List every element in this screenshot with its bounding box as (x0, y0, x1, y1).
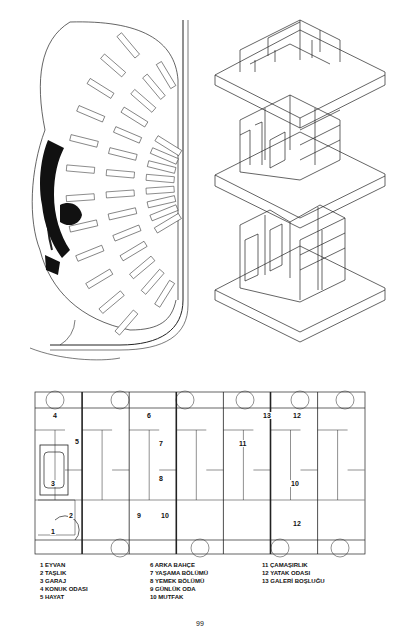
house-row (120, 241, 147, 261)
house-row (106, 190, 134, 198)
tree (46, 391, 64, 409)
partition (35, 430, 82, 500)
page-number: 99 (196, 620, 204, 627)
house-rows (66, 33, 182, 335)
tree (191, 539, 209, 557)
legend-entry: 4 KONUK ODASI (40, 586, 88, 592)
room-number: 12 (292, 520, 302, 527)
room-number: 8 (158, 475, 164, 482)
legend-entry: 8 YEMEK BÖLÜMÜ (150, 578, 204, 584)
house-row (86, 269, 113, 289)
room-number: 3 (50, 480, 56, 487)
party-wall (129, 392, 130, 554)
room-number: 10 (290, 480, 300, 487)
house-row (146, 186, 174, 194)
tree (176, 391, 194, 409)
tree (271, 539, 289, 557)
legend-entry: 7 YAŞAMA BÖLÜMÜ (150, 570, 208, 576)
site-plan (30, 20, 188, 360)
legend-entry: 10 MUTFAK (150, 594, 183, 600)
room-number: 2 (68, 512, 74, 519)
house-row (99, 291, 124, 314)
house-row (147, 196, 176, 208)
house-row (115, 310, 138, 335)
house-row (109, 148, 138, 161)
partition (271, 430, 318, 500)
room-number: 12 (292, 412, 302, 419)
legend-entry: 9 GÜNLÜK ODA (150, 586, 196, 592)
legend-entry: 12 YATAK ODASI (262, 570, 310, 576)
house-row (66, 165, 94, 173)
tree (111, 539, 129, 557)
house-row (156, 62, 176, 89)
house-row (113, 127, 141, 143)
partition (129, 430, 176, 500)
landscape-area (40, 140, 82, 275)
tree (236, 391, 254, 409)
room-number: 1 (50, 528, 56, 535)
tree (111, 391, 129, 409)
house-row (108, 208, 137, 220)
floor-plan (35, 391, 365, 557)
legend-entry: 3 GARAJ (40, 578, 66, 584)
room-number: 11 (238, 440, 247, 447)
house-row (130, 256, 155, 279)
house-row (155, 280, 175, 307)
axonometric-views (215, 20, 385, 342)
room-number: 9 (136, 512, 142, 519)
house-row (77, 106, 105, 122)
partition (82, 430, 129, 500)
legend-entry: 1 EYVAN (40, 562, 65, 568)
house-row (76, 245, 104, 261)
partition (318, 430, 365, 500)
house-row (147, 161, 176, 174)
house-row (113, 225, 141, 241)
party-wall (176, 392, 178, 554)
house-row (154, 213, 181, 233)
legend-entry: 5 HAYAT (40, 594, 64, 600)
room-number: 13 (262, 412, 272, 419)
room-number: 7 (158, 440, 164, 447)
room-number: 10 (160, 512, 170, 519)
house-row (143, 74, 166, 99)
tree (336, 391, 354, 409)
partition (176, 430, 223, 500)
house-row (69, 220, 98, 232)
house-row (70, 135, 99, 148)
house-row (141, 269, 164, 294)
house-row (66, 194, 94, 202)
house-row (150, 148, 178, 164)
legend-entry: 13 GALERİ BOŞLUĞU (262, 578, 325, 584)
house-row (121, 107, 148, 127)
tree (331, 539, 349, 557)
room-number: 6 (146, 412, 152, 419)
party-wall (317, 392, 318, 554)
house-row (106, 170, 134, 178)
house-row (117, 33, 140, 58)
partition (223, 430, 270, 500)
room-number: 4 (52, 412, 58, 419)
legend-entry: 2 TAŞLIK (40, 570, 66, 576)
house-row (101, 54, 126, 77)
legend-entry: 6 ARKA BAHÇE (150, 562, 195, 568)
party-wall (81, 392, 83, 554)
house-row (131, 89, 156, 112)
tree (291, 391, 309, 409)
legend-entry: 11 ÇAMAŞIRLIK (262, 562, 308, 568)
house-row (87, 78, 114, 98)
party-wall (223, 392, 224, 554)
house-row (146, 174, 174, 182)
room-number: 5 (74, 438, 80, 445)
